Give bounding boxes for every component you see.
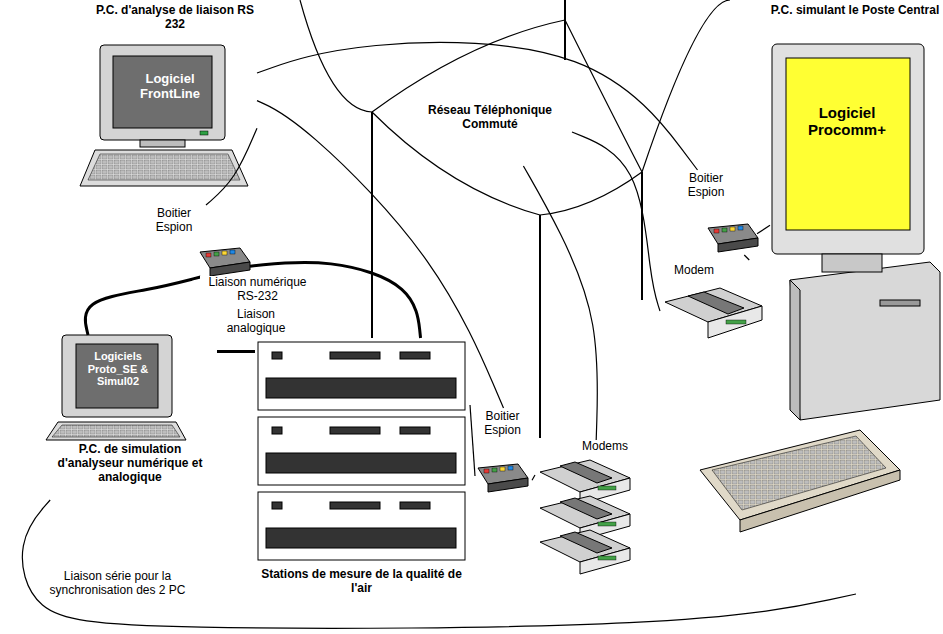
node-label: Modem <box>664 264 724 278</box>
spy-box: Boitier Espion <box>140 205 250 277</box>
modems <box>540 460 630 574</box>
spy-box: Boitier Espion <box>475 408 532 493</box>
edge-label: Liaison analogique <box>216 308 296 336</box>
cable <box>217 350 255 353</box>
network-cloud: Réseau Téléphonique Commuté <box>410 98 572 166</box>
node-label: Boitier Espion <box>676 172 736 200</box>
node-text: Logiciel FrontLine <box>115 72 225 102</box>
cable <box>470 405 475 476</box>
central-pc <box>700 44 940 532</box>
station-racks <box>258 342 465 560</box>
pc-unit: P.C. simulant le Poste CentralLogiciel P… <box>770 4 942 594</box>
node-text: Logiciel Procomm+ <box>792 104 902 139</box>
cable <box>257 101 504 408</box>
analysis-pc <box>80 45 248 186</box>
node-label: Boitier Espion <box>144 207 204 235</box>
node-label: P.C. simulant le Poste Central <box>770 4 940 18</box>
node-label: Logiciels Proto_SE & Simul02 <box>78 350 158 388</box>
node-text: P.C. de simulation d'analyseur numérique… <box>45 443 215 484</box>
cable <box>744 255 749 260</box>
node-label: Modems <box>575 440 635 454</box>
node-label: Réseau Téléphonique Commuté <box>410 104 570 132</box>
pc-unit: Logiciels Proto_SE & Simul02P.C. de simu… <box>45 335 217 500</box>
cable <box>523 166 597 440</box>
cable <box>22 500 856 628</box>
modem: Modem <box>660 260 765 345</box>
station-group: Stations de mesure de la qualité de l'ai… <box>255 338 470 606</box>
spy-box-left <box>200 248 250 276</box>
cable <box>757 225 770 234</box>
node-label: P.C. d'analyse de liaison RS 232 <box>95 4 255 32</box>
cable <box>532 475 535 480</box>
node-label: Boitier Espion <box>475 410 530 438</box>
spy-box-right <box>708 224 758 252</box>
cable <box>85 277 200 335</box>
node-label: Stations de mesure de la qualité de l'ai… <box>255 568 468 596</box>
modem-group: Modems <box>535 440 637 580</box>
cable <box>257 42 698 170</box>
edge-label: Liaison série pour la synchronisation de… <box>40 570 195 598</box>
pc-unit: P.C. d'analyse de liaison RS 232Logiciel… <box>95 4 257 142</box>
simulation-pc <box>46 335 186 440</box>
modem-right <box>665 288 762 338</box>
cable <box>206 128 257 205</box>
spy-box-middle <box>478 464 528 492</box>
cable <box>572 132 660 311</box>
edge-label: Liaison numérique RS-232 <box>200 276 315 304</box>
spy-box: Boitier Espion <box>672 170 757 255</box>
